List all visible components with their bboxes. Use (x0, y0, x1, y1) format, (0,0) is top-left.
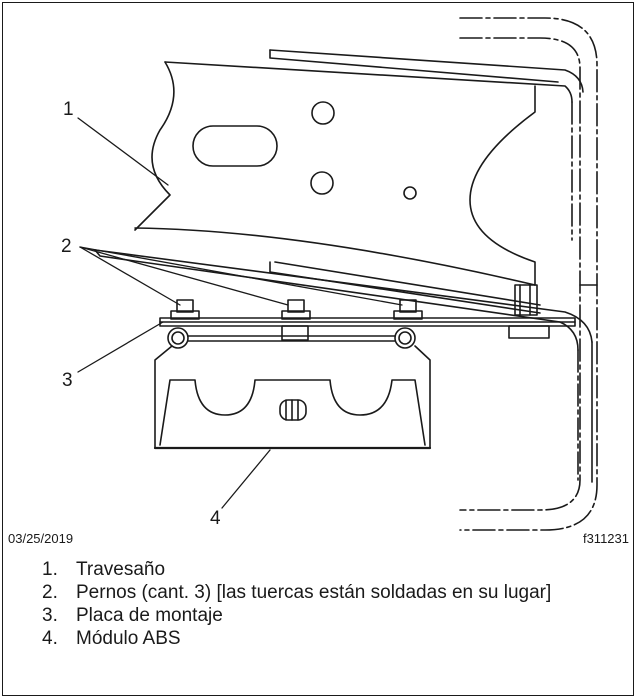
angle-bolt-head (508, 325, 550, 339)
bolt-left (170, 299, 200, 320)
mounting-plate-3 (159, 317, 576, 327)
leader-2a (79, 246, 181, 306)
legend-item: 1. Travesaño (42, 558, 636, 581)
crossmember-1 (134, 61, 536, 286)
hole-upper (311, 101, 335, 125)
legend-text: Travesaño (76, 559, 166, 580)
legend-item: 4. Módulo ABS (42, 627, 636, 650)
crossmember-flange (164, 49, 584, 241)
bolts-2 (170, 299, 423, 341)
figure-date: 03/25/2019 (8, 531, 74, 546)
crossmember-slot (192, 125, 278, 167)
callout-1: 1 (63, 99, 74, 120)
legend-item: 2. Pernos (cant. 3) [las tuercas están s… (42, 581, 636, 604)
legend-item: 3. Placa de montaje (42, 604, 636, 627)
legend-number: 2. (42, 582, 58, 603)
hole-small (403, 186, 417, 200)
figure-id: f311231 (582, 531, 629, 546)
leader-2b (79, 246, 289, 306)
hole-lower (310, 171, 334, 195)
callout-2: 2 (61, 236, 72, 257)
legend-text: Pernos (cant. 3) [las tuercas están sold… (76, 582, 552, 603)
legend-list: 1. Travesaño 2. Pernos (cant. 3) [las tu… (42, 558, 636, 650)
leader-1 (77, 117, 169, 186)
legend-number: 4. (42, 628, 58, 649)
legend-text: Módulo ABS (76, 628, 181, 649)
abs-connector (279, 399, 307, 421)
bolt-right (393, 299, 423, 320)
callout-4: 4 (210, 508, 221, 529)
leader-4 (221, 449, 271, 509)
leader-lines (77, 117, 403, 509)
angle-bolt (514, 284, 538, 316)
bolt-center (281, 299, 311, 341)
leader-3 (77, 321, 164, 373)
legend-number: 3. (42, 605, 58, 626)
abs-module-4 (153, 327, 432, 450)
legend-text: Placa de montaje (76, 605, 223, 626)
frame-rail (459, 17, 598, 531)
legend-number: 1. (42, 559, 58, 580)
callout-3: 3 (62, 370, 73, 391)
leader-2c (79, 246, 403, 306)
